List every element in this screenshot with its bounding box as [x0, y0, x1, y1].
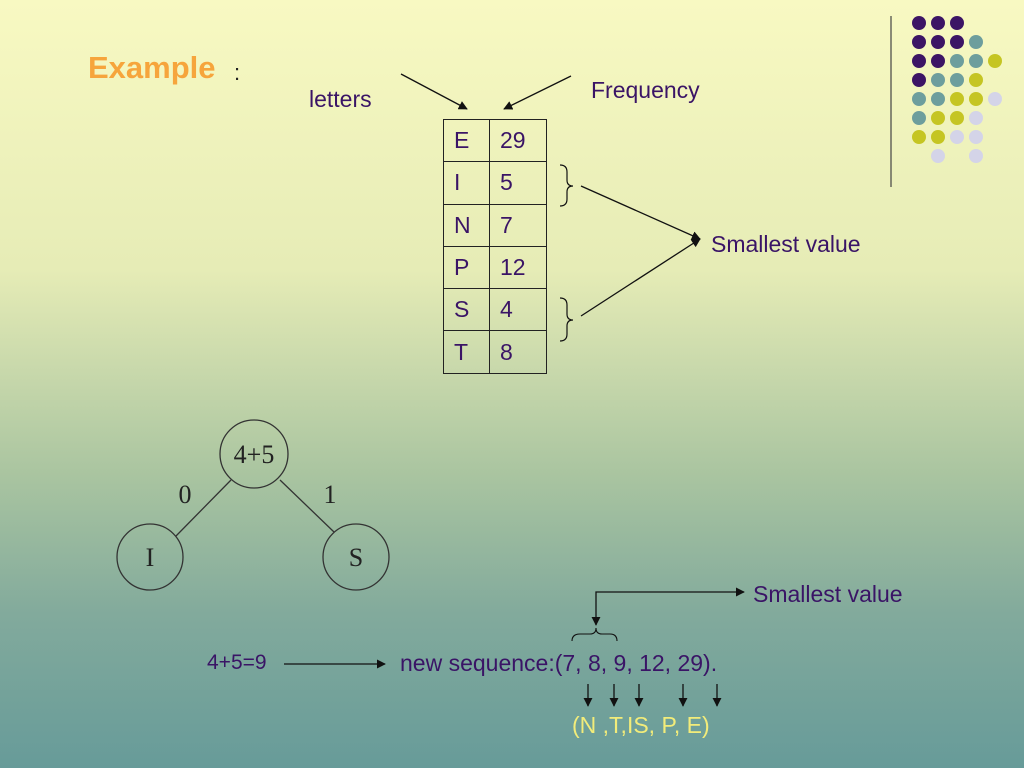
decor-dot — [912, 73, 926, 87]
brace-s-row — [559, 297, 574, 342]
letters-label: letters — [309, 86, 372, 112]
smallest-value-label-bottom: Smallest value — [753, 581, 903, 607]
decor-dot — [931, 73, 945, 87]
decor-dot — [950, 54, 964, 68]
letters-arrow — [400, 73, 468, 110]
smallest-bracket-arrow — [591, 587, 745, 626]
sum-text: 4+5=9 — [207, 651, 267, 674]
frequency-arrow — [503, 75, 572, 110]
decor-dot — [931, 35, 945, 49]
smallest-value-label-top: Smallest value — [711, 231, 861, 257]
letter-cell: T — [443, 330, 490, 374]
new-sequence-text: new sequence:(7, 8, 9, 12, 29). — [400, 650, 718, 676]
tree-right-node — [322, 523, 390, 591]
frequency-cell: 7 — [489, 203, 547, 247]
letter-cell: P — [443, 245, 490, 290]
tree-edge-left — [175, 479, 232, 537]
decor-dots — [912, 16, 1002, 163]
letter-cell: S — [443, 288, 490, 332]
letter-cell: E — [443, 118, 490, 163]
smallest-arrow-from-i — [580, 185, 701, 240]
decor-dot — [950, 111, 964, 125]
decor-dot — [912, 111, 926, 125]
smallest-arrow-from-s — [580, 238, 701, 317]
frequency-cell: 5 — [489, 161, 547, 205]
frequency-cell: 29 — [489, 118, 547, 163]
decor-dot — [931, 54, 945, 68]
tree-edge-right-label: 1 — [324, 480, 337, 509]
brace-i-row — [559, 164, 574, 207]
frequency-cell: 12 — [489, 245, 547, 290]
decor-dot — [988, 92, 1002, 106]
decor-dot — [969, 92, 983, 106]
title-colon: : — [234, 60, 241, 85]
decor-dot — [969, 73, 983, 87]
decor-dot — [912, 92, 926, 106]
decor-dot — [931, 130, 945, 144]
letter-cell: I — [443, 161, 490, 205]
frequency-cell: 8 — [489, 330, 547, 374]
tree-left-node — [116, 523, 184, 591]
tree-edge-right — [279, 479, 335, 533]
decor-dot — [912, 35, 926, 49]
decor-dot — [950, 35, 964, 49]
tree-root-label: 4+5 — [234, 440, 275, 469]
decor-dot — [969, 35, 983, 49]
slide-title: Example — [88, 50, 216, 85]
tree-root-node — [219, 419, 289, 489]
frequency-label: Frequency — [591, 77, 700, 103]
letter-cell: N — [443, 203, 490, 247]
decor-dot — [931, 149, 945, 163]
decor-dot — [988, 54, 1002, 68]
tree-edge-left-label: 0 — [179, 480, 192, 509]
decor-dot — [931, 92, 945, 106]
tree-left-label: I — [146, 543, 155, 572]
decor-dot — [931, 111, 945, 125]
decor-dot — [950, 130, 964, 144]
decor-dot — [950, 73, 964, 87]
decor-dot — [931, 16, 945, 30]
decor-dot — [912, 16, 926, 30]
decor-dot — [969, 130, 983, 144]
decor-dot — [912, 54, 926, 68]
decor-dot — [969, 149, 983, 163]
decor-dot — [950, 92, 964, 106]
decor-dot — [950, 16, 964, 30]
tree-right-label: S — [349, 543, 363, 572]
decor-dot — [969, 54, 983, 68]
decor-dot — [912, 130, 926, 144]
sequence-result-text: (N ,T,IS, P, E) — [572, 712, 710, 738]
decor-dot — [969, 111, 983, 125]
frequency-cell: 4 — [489, 288, 547, 332]
sequence-brace — [571, 627, 618, 642]
